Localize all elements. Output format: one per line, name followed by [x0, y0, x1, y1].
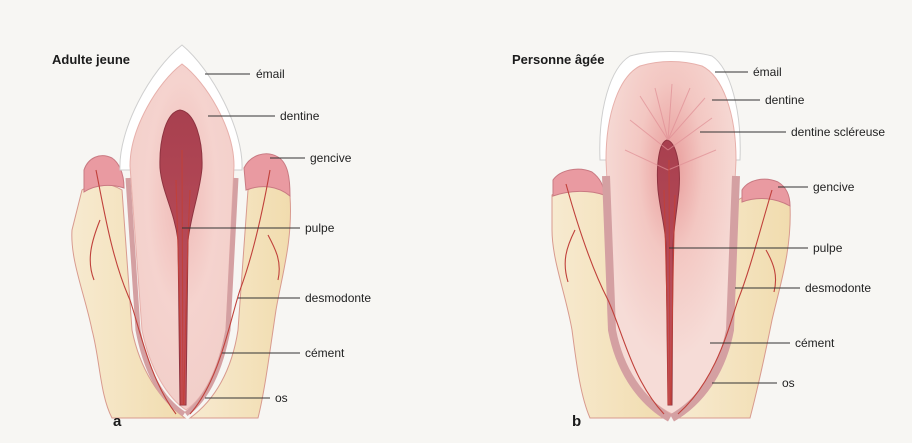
label-a-gencive: gencive [310, 151, 351, 165]
label-a-os: os [275, 391, 288, 405]
panel-a-letter: a [113, 413, 121, 430]
label-b-dentine: dentine [765, 93, 804, 107]
panel-b-tooth [552, 52, 790, 419]
label-b-os: os [782, 376, 795, 390]
label-a-pulpe: pulpe [305, 221, 334, 235]
label-a-desmodonte: desmodonte [305, 291, 371, 305]
panel-a-title: Adulte jeune [52, 52, 130, 67]
label-b-cement: cément [795, 336, 834, 350]
label-b-gencive: gencive [813, 180, 854, 194]
label-a-dentine: dentine [280, 109, 319, 123]
label-a-email: émail [256, 67, 285, 81]
label-b-email: émail [753, 65, 782, 79]
panel-b-title: Personne âgée [512, 52, 605, 67]
panel-b-letter: b [572, 413, 581, 430]
label-b-desmodonte: desmodonte [805, 281, 871, 295]
label-b-pulpe: pulpe [813, 241, 842, 255]
panel-a-tooth [72, 45, 291, 418]
label-b-dentine-scleuse: dentine scléreuse [791, 125, 885, 139]
label-a-cement: cément [305, 346, 344, 360]
